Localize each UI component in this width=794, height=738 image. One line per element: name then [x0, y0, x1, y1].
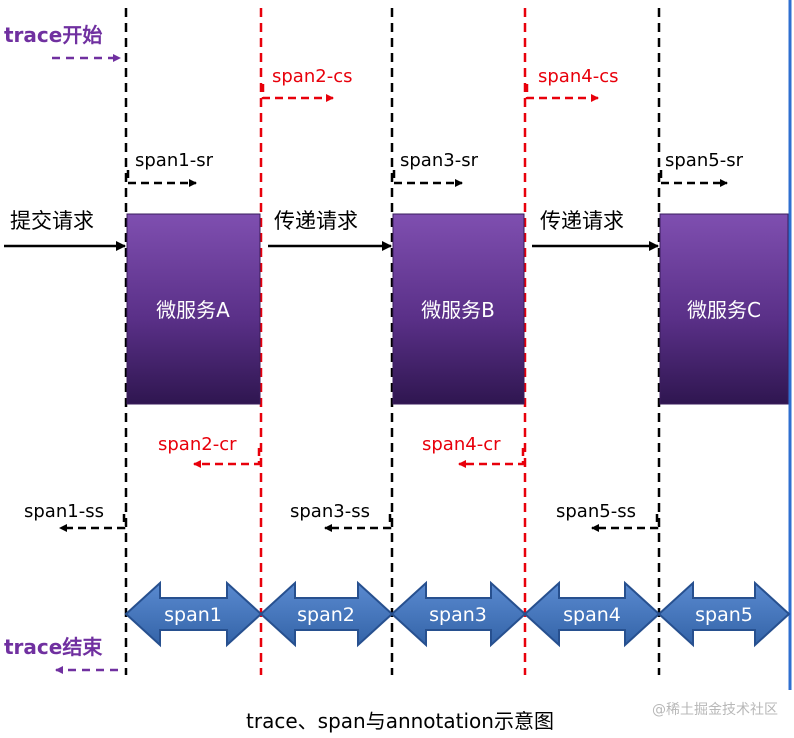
span4-cr-label: span4-cr	[422, 434, 501, 455]
span4-cr-arrow	[458, 448, 525, 468]
span1-ss-label: span1-ss	[24, 501, 104, 522]
span4-label: span4	[563, 604, 621, 626]
span2-cr-arrow	[193, 448, 261, 468]
span3-sr-arrow	[392, 170, 463, 187]
service-b: 微服务B	[392, 213, 525, 405]
service-c-box	[659, 213, 789, 405]
trace-end-label: trace结束	[4, 635, 103, 659]
span5-sr-arrow	[659, 170, 728, 187]
span1-label: span1	[164, 604, 222, 626]
diagram-caption: trace、span与annotation示意图	[246, 709, 554, 733]
forward-request-label-2: 传递请求	[540, 209, 624, 233]
span5-ss-label: span5-ss	[556, 501, 636, 522]
span1-sr-label: span1-sr	[135, 150, 214, 171]
service-a-box	[126, 213, 261, 405]
watermark: @稀土掘金技术社区	[652, 702, 778, 718]
span3-ss-arrow	[324, 514, 392, 532]
span4-cs-arrow	[525, 84, 599, 102]
span1-ss-arrow	[59, 514, 126, 532]
span5-ss-arrow	[591, 514, 659, 532]
span3-label: span3	[429, 604, 487, 626]
span-arrows: span1 span2 span3 span4 span5	[124, 580, 791, 648]
span1-sr-arrow	[126, 170, 197, 187]
span2-cs-arrow	[261, 84, 334, 102]
service-b-box	[392, 213, 525, 405]
timelines	[124, 8, 661, 675]
service-c-label: 微服务C	[687, 298, 761, 322]
submit-request-label: 提交请求	[10, 209, 94, 233]
trace-start-label: trace开始	[4, 23, 102, 47]
span3-ss-label: span3-ss	[290, 501, 370, 522]
span4-cs-label: span4-cs	[538, 66, 618, 87]
service-b-label: 微服务B	[421, 298, 495, 322]
span5-shape	[657, 580, 791, 648]
span3-sr-label: span3-sr	[400, 150, 479, 171]
service-c: 微服务C	[659, 213, 789, 405]
span5-label: span5	[695, 604, 753, 626]
forward-request-label-1: 传递请求	[274, 209, 358, 233]
span5-sr-label: span5-sr	[665, 150, 744, 171]
span2-cr-label: span2-cr	[158, 434, 237, 455]
service-a-label: 微服务A	[156, 298, 230, 322]
span2-label: span2	[297, 604, 355, 626]
span2-cs-label: span2-cs	[272, 66, 352, 87]
service-a: 微服务A	[126, 213, 261, 405]
